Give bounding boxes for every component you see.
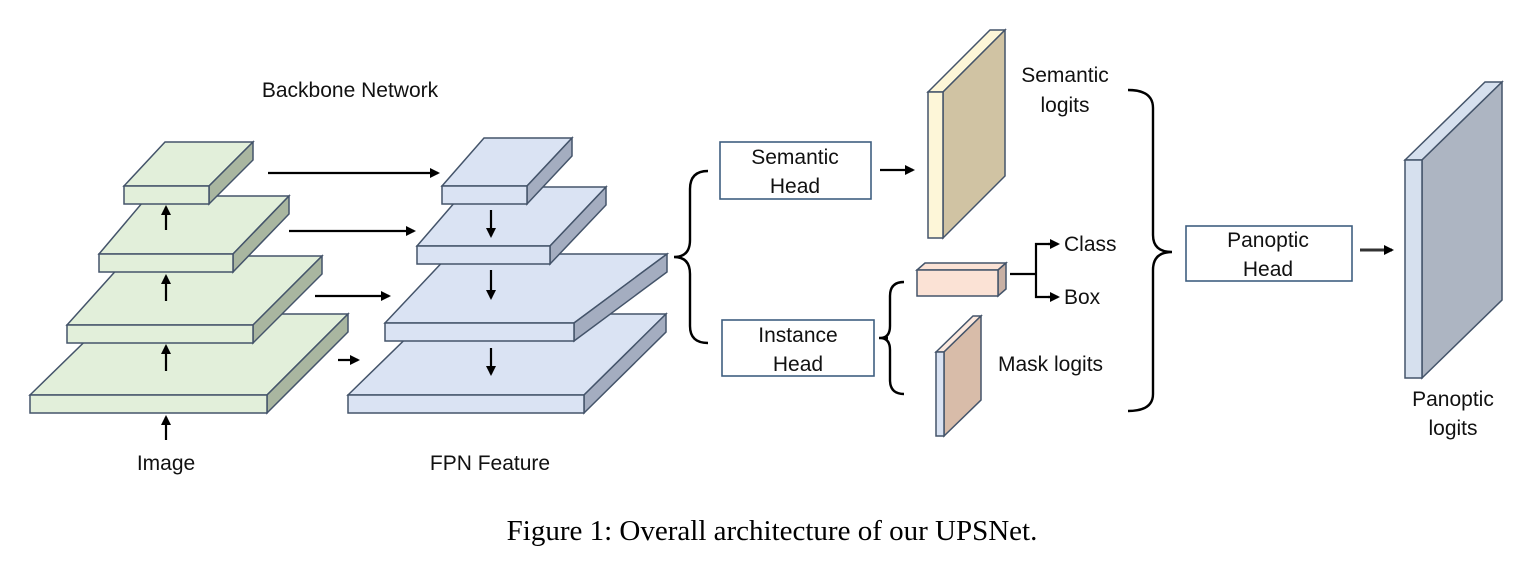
instance-head: Instance Head: [721, 319, 875, 377]
semantic-head: Semantic Head: [719, 141, 872, 200]
backbone-level-3: [65, 254, 324, 345]
semantic-logits-volume: [926, 28, 1007, 240]
fpn-level-1: [440, 136, 574, 206]
svg-text:Head: Head: [1243, 258, 1293, 281]
backbone-label: Backbone Network: [262, 79, 439, 102]
semantic-logits-label-1: Semantic: [1021, 64, 1109, 87]
svg-text:Panoptic: Panoptic: [1227, 229, 1309, 252]
backbone-level-1: [122, 140, 255, 206]
merge-brace: [1127, 88, 1173, 413]
svg-text:Semantic: Semantic: [751, 146, 839, 169]
panoptic-head: Panoptic Head: [1185, 225, 1353, 282]
mask-logits-label: Mask logits: [998, 353, 1103, 376]
fpn-label: FPN Feature: [430, 452, 550, 475]
backbone-level-2: [97, 194, 291, 274]
class-label: Class: [1064, 233, 1117, 256]
instance-split-brace: [879, 280, 905, 396]
fpn-split-brace: [673, 169, 709, 345]
fpn-level-3: [383, 252, 670, 343]
svg-text:Head: Head: [773, 353, 823, 376]
box-feature: [915, 261, 1008, 298]
semantic-logits-label-2: logits: [1040, 94, 1089, 117]
panoptic-logits-label-2: logits: [1428, 417, 1477, 440]
image-label: Image: [137, 452, 195, 475]
panoptic-logits-label-1: Panoptic: [1412, 388, 1494, 411]
figure-caption: Figure 1: Overall architecture of our UP…: [507, 515, 1038, 547]
svg-text:Head: Head: [770, 175, 820, 198]
box-label: Box: [1064, 286, 1101, 309]
panoptic-logits-volume: [1403, 80, 1504, 380]
class-box-fork: [1010, 242, 1056, 299]
mask-logits-volume: [934, 314, 983, 438]
svg-text:Instance: Instance: [758, 324, 837, 347]
